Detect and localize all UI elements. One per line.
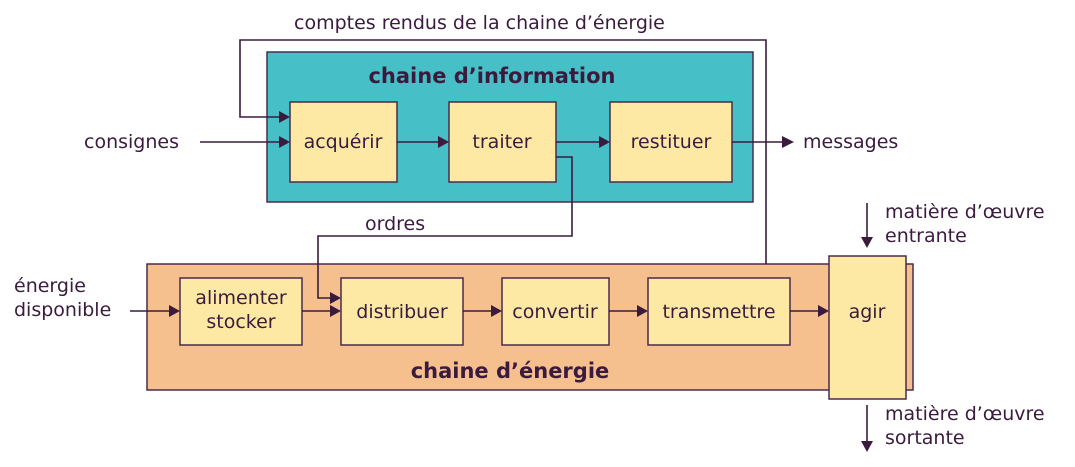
energie-label-2: disponible bbox=[14, 299, 111, 321]
consignes-label: consignes bbox=[84, 131, 179, 153]
matiere-entrante-label-1: matière d’œuvre bbox=[885, 201, 1045, 223]
traiter-restituer-arrowhead bbox=[599, 136, 610, 148]
alimenter-label-1: alimenter bbox=[195, 287, 287, 309]
convertir-label: convertir bbox=[512, 301, 598, 323]
feedback-line bbox=[239, 39, 767, 264]
restituer-label: restituer bbox=[631, 131, 712, 153]
ordres-label: ordres bbox=[365, 213, 425, 235]
transmettre-block bbox=[647, 277, 791, 346]
distribuer-block bbox=[340, 277, 464, 346]
feedback-label: comptes rendus de la chaine d’énergie bbox=[294, 12, 665, 34]
alimenter-block bbox=[179, 277, 303, 346]
distribuer-convertir-arrowhead bbox=[491, 305, 502, 317]
ordres-line bbox=[317, 156, 573, 299]
agir-block bbox=[828, 255, 907, 400]
energy-chain-title: chaine d’énergie bbox=[411, 359, 610, 383]
matiere-sortante-label-2: sortante bbox=[885, 427, 965, 449]
messages-label: messages bbox=[803, 131, 898, 153]
transmettre-label: transmettre bbox=[662, 301, 775, 323]
traiter-label: traiter bbox=[472, 131, 531, 153]
convertir-transmettre-arrowhead bbox=[637, 305, 648, 317]
messages-arrowhead bbox=[782, 136, 794, 148]
energie-arrowhead bbox=[169, 305, 180, 317]
feedback-arrowhead bbox=[279, 111, 290, 123]
energie-label-1: énergie bbox=[14, 275, 86, 297]
acquerir-traiter-arrowhead bbox=[438, 136, 449, 148]
alimenter-distribuer-arrowhead bbox=[330, 305, 341, 317]
distribuer-label: distribuer bbox=[356, 301, 448, 323]
transmettre-agir-arrowhead bbox=[818, 305, 829, 317]
matiere-sortante-label-1: matière d’œuvre bbox=[885, 403, 1045, 425]
info-chain-title: chaine d’information bbox=[368, 64, 615, 88]
consignes-arrowhead bbox=[279, 136, 290, 148]
acquerir-label: acquérir bbox=[304, 131, 383, 153]
alimenter-label-2: stocker bbox=[206, 311, 275, 333]
matiere-sortante-arrowhead bbox=[861, 441, 873, 452]
matiere-entrante-label-2: entrante bbox=[885, 225, 967, 247]
matiere-entrante-arrowhead bbox=[861, 237, 873, 248]
agir-label: agir bbox=[849, 301, 886, 323]
ordres-arrowhead bbox=[330, 292, 341, 304]
